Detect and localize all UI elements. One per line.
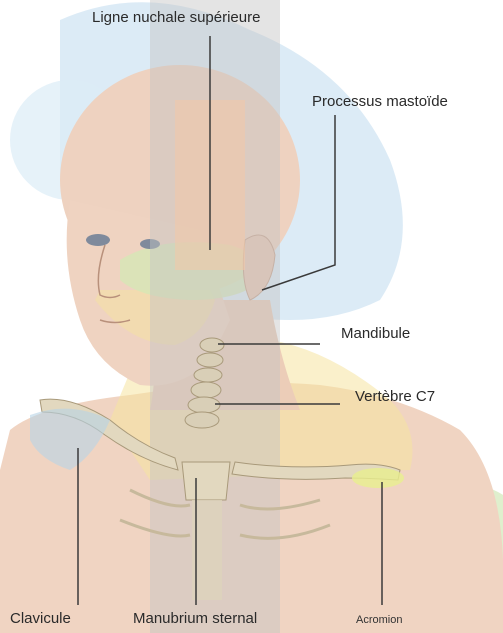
label-vertebre-c7: Vertèbre C7 xyxy=(355,388,435,405)
label-clavicule: Clavicule xyxy=(10,610,71,627)
eye xyxy=(86,234,110,246)
label-ligne-nuchale: Ligne nuchale supérieure xyxy=(92,9,260,26)
label-processus-mastoide: Processus mastoïde xyxy=(312,93,448,110)
label-mandibule: Mandibule xyxy=(341,325,410,342)
label-manubrium: Manubrium sternal xyxy=(133,610,257,627)
label-acromion: Acromion xyxy=(356,614,402,626)
manubrium xyxy=(182,462,230,500)
acromion-highlight xyxy=(352,468,404,488)
